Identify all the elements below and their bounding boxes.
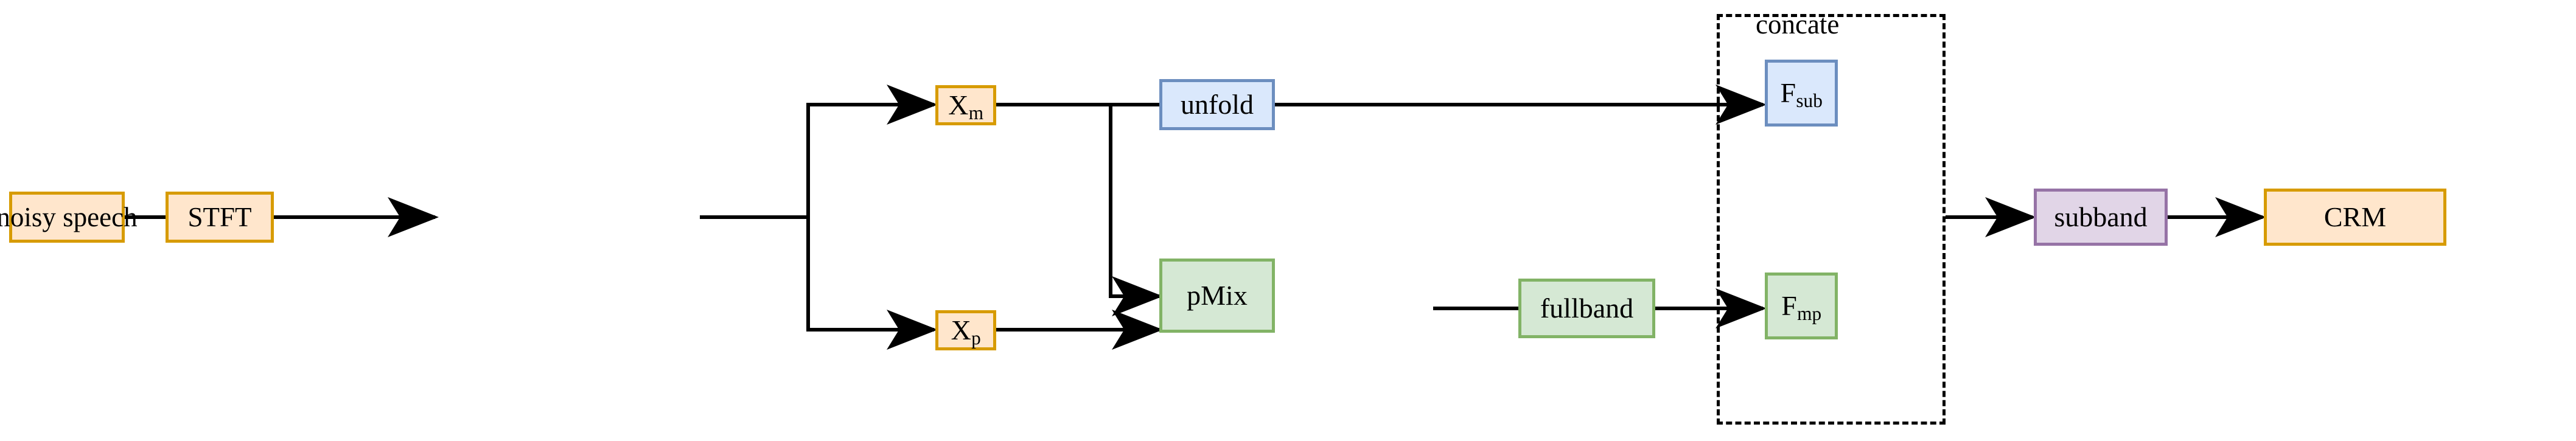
node-stft[interactable]: STFT: [166, 192, 274, 243]
node-xp-label: Xp: [951, 314, 981, 348]
node-xp-base: X: [951, 314, 971, 346]
node-fsub[interactable]: Fsub: [1765, 60, 1838, 127]
node-pmix-label: pMix: [1187, 280, 1248, 311]
node-subband[interactable]: subband: [2034, 189, 2168, 246]
concate-group-label: concate: [1756, 9, 1840, 40]
node-xm-base: X: [948, 89, 969, 120]
node-fsub-label: Fsub: [1780, 77, 1822, 111]
node-stft-label: STFT: [187, 201, 252, 232]
node-xp[interactable]: Xp: [935, 310, 996, 350]
node-fullband[interactable]: fullband: [1518, 279, 1655, 338]
node-noisy-speech-label: noisy speech: [0, 201, 138, 232]
node-xm[interactable]: Xm: [935, 85, 996, 125]
node-fmp-subscript: mp: [1797, 303, 1822, 325]
node-pmix[interactable]: pMix: [1159, 259, 1275, 333]
node-fmp[interactable]: Fmp: [1765, 273, 1838, 339]
node-noisy-speech[interactable]: noisy speech: [0, 192, 138, 243]
node-unfold[interactable]: unfold: [1159, 79, 1275, 130]
node-xp-subscript: p: [971, 327, 981, 349]
node-crm[interactable]: CRM: [2264, 189, 2446, 246]
node-xm-label: Xm: [948, 89, 983, 123]
node-fsub-base: F: [1780, 77, 1796, 108]
node-crm-label: CRM: [2323, 201, 2387, 232]
node-fmp-label: Fmp: [1781, 290, 1821, 324]
node-fsub-subscript: sub: [1796, 90, 1823, 112]
node-fmp-base: F: [1781, 290, 1797, 321]
node-fullband-label: fullband: [1540, 293, 1634, 324]
node-unfold-label: unfold: [1180, 89, 1254, 120]
node-subband-label: subband: [2054, 201, 2148, 232]
node-xm-subscript: m: [968, 102, 984, 124]
concate-group: [1717, 14, 1946, 425]
